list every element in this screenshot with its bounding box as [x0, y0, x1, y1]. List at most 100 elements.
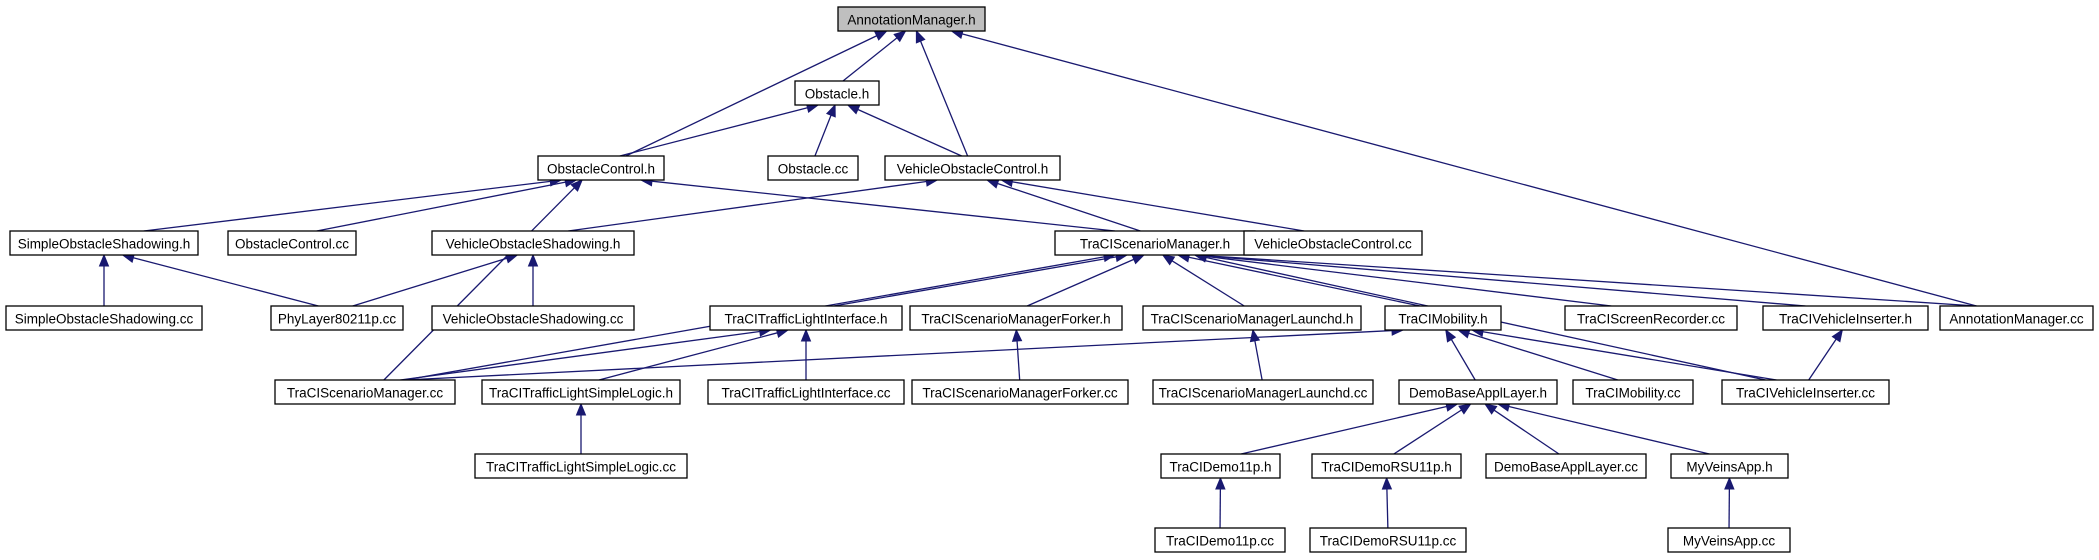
node-tracidemo11p-h[interactable]: TraCIDemo11p.h	[1160, 453, 1281, 479]
node-box	[709, 305, 903, 331]
edge-arrowhead	[98, 253, 110, 267]
edge-traciscenariomanagerforker-cc-to-traciscenariomanagerforker-h	[1011, 328, 1023, 381]
node-tracidemorsu11p-h[interactable]: TraCIDemoRSU11p.h	[1311, 453, 1462, 479]
edge-line	[133, 257, 319, 307]
edge-tracidemorsu11p-cc-to-tracidemorsu11p-h	[1381, 476, 1393, 529]
node-box	[1670, 453, 1789, 479]
edge-line	[857, 108, 962, 157]
edge-line	[833, 256, 1117, 307]
node-tracidemorsu11p-cc[interactable]: TraCIDemoRSU11p.cc	[1309, 527, 1467, 553]
node-traciscenariomanager-cc[interactable]: TraCIScenarioManager.cc	[274, 379, 456, 405]
node-box	[537, 155, 665, 181]
node-obstacle-h[interactable]: Obstacle.h	[794, 80, 880, 106]
node-box	[1398, 379, 1558, 405]
node-box	[1311, 453, 1462, 479]
edge-vehicleobstaclecontrol-h-to-annotationmanager-h	[915, 29, 969, 157]
node-traciscenariomanagerlaunchd-h[interactable]: TraCIScenarioManagerLaunchd.h	[1142, 305, 1362, 331]
edge-arrowhead	[1483, 403, 1498, 415]
node-annotationmanager-h[interactable]: AnnotationManager.h	[837, 6, 986, 32]
node-label: TraCIMobility.cc	[1585, 386, 1681, 401]
edge-arrowhead	[1011, 328, 1023, 342]
node-phylayer80211p-cc[interactable]: PhyLayer80211p.cc	[270, 305, 404, 331]
node-myveinsapp-h[interactable]: MyVeinsApp.h	[1670, 453, 1789, 479]
edge-line	[1482, 331, 1777, 381]
edge-line	[1205, 255, 1977, 307]
node-label: TraCIVehicleInserter.cc	[1736, 386, 1875, 401]
node-label: MyVeinsApp.h	[1686, 460, 1772, 475]
edge-arrowhead	[825, 103, 836, 118]
node-obstaclecontrol-cc[interactable]: ObstacleControl.cc	[227, 230, 357, 256]
node-label: TraCIVehicleInserter.h	[1779, 312, 1912, 327]
edge-traciscenariomanager-h-to-vehicleobstaclecontrol-h	[985, 178, 1141, 232]
node-myveinsapp-cc[interactable]: MyVeinsApp.cc	[1667, 527, 1791, 553]
node-tracitrafficlightsimplelogic-h[interactable]: TraCITrafficLightSimpleLogic.h	[481, 379, 681, 405]
node-label: DemoBaseApplLayer.cc	[1494, 460, 1638, 475]
node-box	[707, 379, 905, 405]
node-label: TraCIScreenRecorder.cc	[1577, 312, 1725, 327]
node-label: AnnotationManager.h	[847, 13, 975, 28]
node-vehicleobstaclecontrol-cc[interactable]: VehicleObstacleControl.cc	[1243, 230, 1423, 256]
node-box	[1054, 230, 1256, 256]
node-tracivehicleinserter-cc[interactable]: TraCIVehicleInserter.cc	[1721, 379, 1890, 405]
edge-arrowhead	[1724, 476, 1735, 490]
edge-line	[1450, 339, 1476, 381]
node-label: DemoBaseApplLayer.h	[1409, 386, 1547, 401]
node-box	[1939, 305, 2094, 331]
edge-line	[1016, 340, 1021, 381]
node-tracimobility-cc[interactable]: TraCIMobility.cc	[1572, 379, 1694, 405]
node-box	[474, 453, 688, 479]
node-vehicleobstacleshadowing-h[interactable]: VehicleObstacleShadowing.h	[431, 230, 635, 256]
edge-line	[1393, 409, 1462, 455]
node-label: VehicleObstacleShadowing.h	[446, 237, 621, 252]
node-tracitrafficlightinterface-h[interactable]: TraCITrafficLightInterface.h	[709, 305, 903, 331]
node-traciscenariomanagerlaunchd-cc[interactable]: TraCIScenarioManagerLaunchd.cc	[1152, 379, 1374, 405]
edge-line	[1188, 256, 1421, 307]
edge-myveinsapp-h-to-demobaseappllayer-h	[1496, 401, 1710, 455]
node-traciscenariomanagerforker-h[interactable]: TraCIScenarioManagerForker.h	[909, 305, 1123, 331]
node-annotationmanager-cc[interactable]: AnnotationManager.cc	[1939, 305, 2094, 331]
node-box	[1485, 453, 1647, 479]
node-label: Obstacle.h	[805, 87, 870, 102]
edge-line	[1171, 260, 1245, 307]
node-label: TraCIScenarioManager.h	[1080, 237, 1230, 252]
node-vehicleobstaclecontrol-h[interactable]: VehicleObstacleControl.h	[884, 155, 1061, 181]
edge-vehicleobstacleshadowing-cc-to-vehicleobstacleshadowing-h	[527, 253, 539, 306]
node-label: TraCIScenarioManagerForker.cc	[922, 386, 1118, 401]
node-tracivehicleinserter-h[interactable]: TraCIVehicleInserter.h	[1762, 305, 1929, 331]
node-box	[431, 230, 635, 256]
edge-arrowhead	[800, 328, 812, 342]
node-box	[1152, 379, 1374, 405]
edge-line	[919, 40, 969, 157]
edge-arrowhead	[1831, 328, 1844, 343]
node-obstaclecontrol-h[interactable]: ObstacleControl.h	[537, 155, 665, 181]
node-traciscenariomanager-h[interactable]: TraCIScenarioManager.h	[1054, 230, 1256, 256]
node-traciscreenrecorder-cc[interactable]: TraCIScreenRecorder.cc	[1564, 305, 1738, 331]
edge-line	[1240, 405, 1447, 455]
node-tracidemo11p-cc[interactable]: TraCIDemo11p.cc	[1154, 527, 1286, 553]
node-tracitrafficlightsimplelogic-cc[interactable]: TraCITrafficLightSimpleLogic.cc	[474, 453, 688, 479]
node-tracitrafficlightinterface-cc[interactable]: TraCITrafficLightInterface.cc	[707, 379, 905, 405]
node-box	[767, 155, 859, 181]
edge-line	[352, 257, 508, 307]
node-obstacle-cc[interactable]: Obstacle.cc	[767, 155, 859, 181]
node-tracimobility-h[interactable]: TraCIMobility.h	[1384, 305, 1502, 331]
edge-arrowhead	[1445, 328, 1457, 343]
node-box	[1309, 527, 1467, 553]
node-box	[1154, 527, 1286, 553]
edge-tracitrafficlightinterface-cc-to-tracitrafficlightinterface-h	[800, 328, 812, 380]
edge-line	[997, 182, 1141, 232]
node-simpleobstacleshadowing-cc[interactable]: SimpleObstacleShadowing.cc	[5, 305, 203, 331]
node-vehicleobstacleshadowing-cc[interactable]: VehicleObstacleShadowing.cc	[431, 305, 635, 331]
node-demobaseappllayer-cc[interactable]: DemoBaseApplLayer.cc	[1485, 453, 1647, 479]
edge-arrowhead	[893, 30, 907, 43]
node-traciscenariomanagerforker-cc[interactable]: TraCIScenarioManagerForker.cc	[911, 379, 1129, 405]
node-label: TraCITrafficLightSimpleLogic.cc	[486, 460, 676, 475]
node-label: TraCITrafficLightSimpleLogic.h	[489, 386, 673, 401]
edge-line	[842, 37, 898, 82]
node-label: VehicleObstacleShadowing.cc	[443, 312, 624, 327]
node-simpleobstacleshadowing-h[interactable]: SimpleObstacleShadowing.h	[9, 230, 199, 256]
node-demobaseappllayer-h[interactable]: DemoBaseApplLayer.h	[1398, 379, 1558, 405]
edge-line	[625, 35, 878, 157]
edge-demobaseappllayer-h-to-tracimobility-h	[1445, 328, 1476, 381]
